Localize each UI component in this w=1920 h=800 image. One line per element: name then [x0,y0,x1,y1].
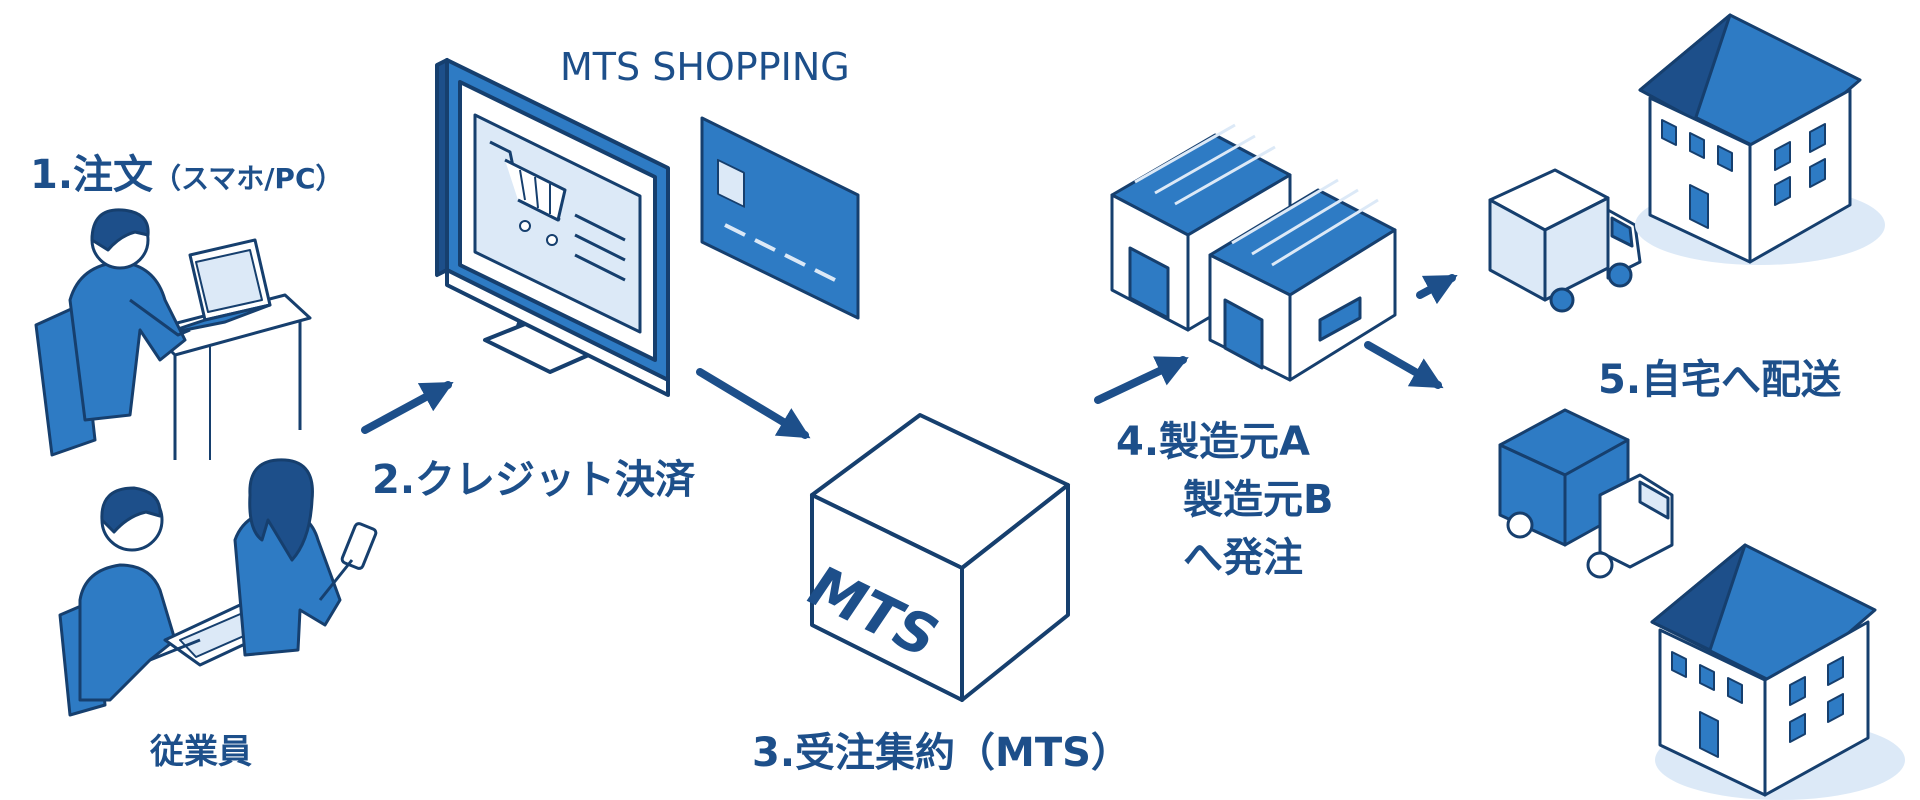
step-5-label: 5.自宅へ配送 [1598,357,1842,403]
step-3-label: 3.受注集約（MTS） [752,730,1131,776]
step-1-label: 1.注文（スマホ/PC） [30,155,344,195]
house-top-icon [1635,13,1885,265]
warehouse-b-icon [1208,178,1397,382]
truck-light-icon [1488,168,1642,313]
step-1-title: 1.注文 [30,152,154,198]
credit-card-icon [700,116,860,320]
truck-blue-icon [1498,408,1674,579]
person-laptop-icon [34,208,312,460]
step-4-line-3: へ発注 [1183,535,1303,581]
monitor-cart-icon [435,58,670,397]
shop-title: MTS SHOPPING [560,45,850,89]
person-tablet-icon [58,486,277,717]
step-2-label: 2.クレジット決済 [372,457,696,503]
employees-label: 従業員 [150,732,252,772]
step-4-line-2: 製造元B [1183,477,1334,523]
step-1-device: （スマホ/PC） [153,162,344,195]
box-icon [810,413,1070,702]
person-phone-icon [233,458,378,657]
house-bottom-icon [1650,543,1905,800]
arrow-icon [361,274,1458,439]
step-4-line-1: 4.製造元A [1116,419,1310,465]
